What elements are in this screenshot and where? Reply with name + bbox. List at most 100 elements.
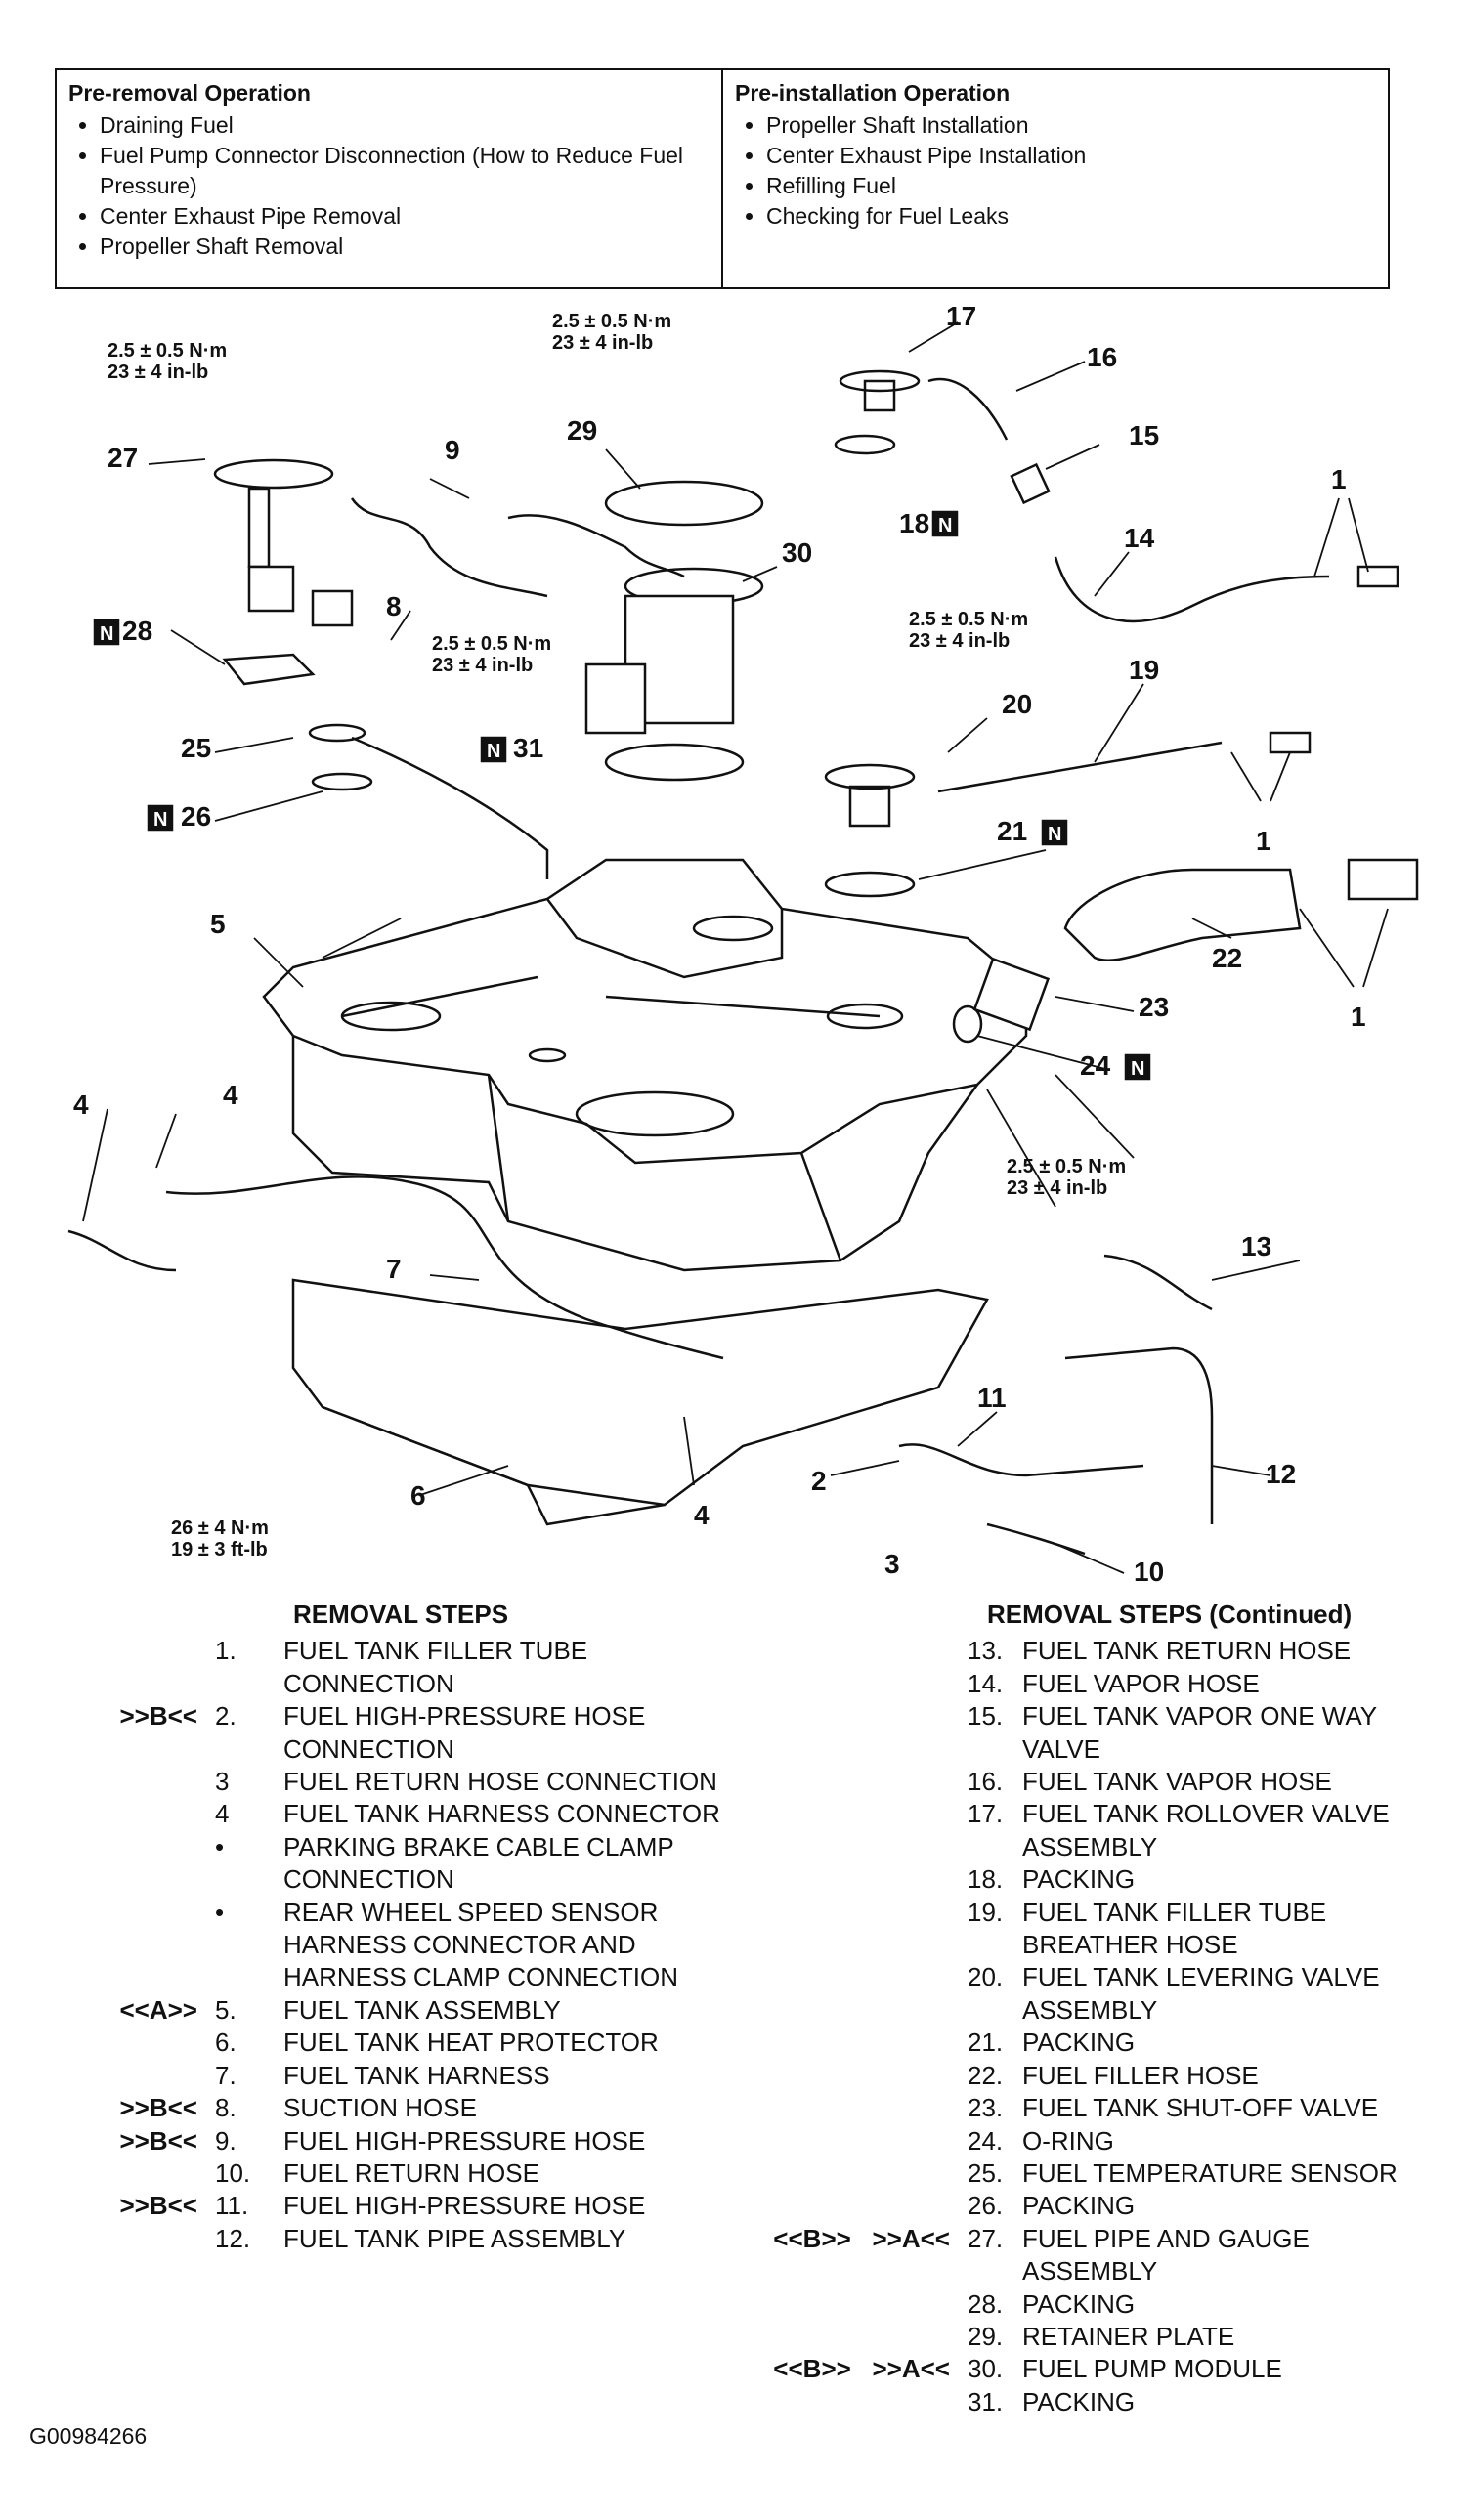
step-text: PACKING — [1022, 2028, 1136, 2058]
torque-label: 23 ± 4 in-lb — [552, 332, 653, 354]
callout-31: 31 — [513, 733, 543, 763]
callout-14: 14 — [1124, 523, 1155, 553]
step-tag — [29, 1798, 215, 1830]
step-tag — [772, 2027, 968, 2059]
step-text: PACKING — [1022, 2288, 1136, 2319]
step-row: 15. FUEL TANK VAPOR ONE WAY VALVE — [772, 1700, 1446, 1766]
step-num: 2. — [215, 1701, 237, 1731]
step-num: 3 — [215, 1767, 230, 1797]
fuel-pump-module — [584, 567, 764, 735]
pre-removal-item: Center Exhaust Pipe Removal — [100, 201, 710, 232]
pre-removal-title: Pre-removal Operation — [68, 80, 311, 106]
callout-16: 16 — [1087, 342, 1117, 372]
step-num: 13. — [968, 1636, 1004, 1666]
step-text: FUEL TANK PIPE ASSEMBLY — [283, 2223, 626, 2253]
callout-26: 26 — [181, 801, 211, 832]
callout-3: 3 — [884, 1549, 900, 1579]
step-row: 20.FUEL TANK LEVERING VALVE ASSEMBLY — [772, 1961, 1446, 2027]
pre-installation-item: Refilling Fuel — [766, 171, 1376, 201]
step-tag — [772, 2092, 968, 2124]
pre-installation-column: Pre-installation Operation Propeller Sha… — [721, 70, 1388, 287]
operations-table: Pre-removal Operation Draining Fuel Fuel… — [55, 68, 1390, 289]
step-row: 18. PACKING — [772, 1863, 1446, 1896]
step-tag — [29, 2027, 215, 2059]
step-row: 1.FUEL TANK FILLER TUBE CONNECTION — [29, 1635, 733, 1700]
pre-removal-column: Pre-removal Operation Draining Fuel Fuel… — [57, 70, 721, 287]
callout-8: 8 — [386, 591, 402, 621]
step-row: 22.FUEL FILLER HOSE — [772, 2060, 1446, 2092]
step-tag — [772, 2321, 968, 2353]
step-row: 28.PACKING — [772, 2288, 1446, 2321]
step-tag — [772, 2190, 968, 2222]
callout-11: 11 — [977, 1383, 1007, 1413]
removal-steps-title: REMOVAL STEPS — [293, 1600, 509, 1629]
packing-18 — [834, 434, 896, 455]
step-num: 4 — [215, 1799, 230, 1829]
step-tag — [29, 1831, 215, 1897]
step-tag: <<B>> >>A<< — [773, 2223, 950, 2253]
rollover-valve-assembly — [839, 369, 921, 412]
torque-label: 23 ± 4 in-lb — [432, 655, 533, 676]
step-text: SUCTION HOSE — [283, 2093, 477, 2123]
packing-31 — [604, 743, 745, 782]
step-text: FUEL PIPE AND GAUGE ASSEMBLY — [1022, 2223, 1310, 2286]
step-text: FUEL VAPOR HOSE — [1022, 1668, 1260, 1698]
step-text: PACKING — [1022, 2191, 1136, 2221]
step-num: 22. — [968, 2060, 1004, 2090]
step-tag: >>B<< — [119, 2093, 197, 2123]
torque-label: 2.5 ± 0.5 N·m — [909, 609, 1028, 630]
fuel-temp-sensor-wire — [351, 736, 549, 879]
fuel-temperature-sensor — [308, 723, 366, 743]
step-text: FUEL TANK FILLER TUBE CONNECTION — [283, 1636, 588, 1698]
pre-installation-item: Checking for Fuel Leaks — [766, 201, 1376, 232]
pre-removal-item: Propeller Shaft Removal — [100, 232, 710, 262]
torque-label: 2.5 ± 0.5 N·m — [108, 340, 227, 362]
fuel-filler-hose — [1063, 868, 1302, 961]
step-text: FUEL HIGH-PRESSURE HOSE — [283, 2191, 646, 2221]
torque-label: 2.5 ± 0.5 N·m — [1007, 1156, 1126, 1177]
callout-22: 22 — [1212, 943, 1242, 973]
step-tag — [772, 1635, 968, 1667]
callout-1: 1 — [1331, 464, 1347, 494]
removal-steps-continued-title: REMOVAL STEPS (Continued) — [987, 1600, 1353, 1629]
step-row: 21.PACKING — [772, 2027, 1446, 2059]
step-tag — [772, 1961, 968, 2027]
step-row: 24.O-RING — [772, 2125, 1446, 2157]
callout-7: 7 — [386, 1254, 402, 1284]
callout-1: 1 — [1256, 826, 1271, 856]
breather-hose-connector — [1269, 731, 1312, 754]
step-tag — [772, 1766, 968, 1798]
pre-installation-item: Propeller Shaft Installation — [766, 110, 1376, 141]
figure-id: G00984266 — [29, 2423, 148, 2449]
step-num: 6. — [215, 2028, 237, 2058]
step-text: FUEL TANK VAPOR ONE WAY VALVE — [1022, 1701, 1377, 1764]
callout-20: 20 — [1002, 689, 1032, 719]
step-row: 10.FUEL RETURN HOSE — [29, 2157, 733, 2190]
step-row: 19.FUEL TANK FILLER TUBE BREATHER HOSE — [772, 1897, 1446, 1962]
step-row: <<B>> >>A<<30.FUEL PUMP MODULE — [772, 2353, 1446, 2385]
step-text: FUEL TANK ROLLOVER VALVE ASSEMBLY — [1022, 1799, 1390, 1861]
pre-removal-item: Fuel Pump Connector Disconnection (How t… — [100, 141, 710, 201]
step-tag — [29, 2060, 215, 2092]
step-num: 15. — [968, 1701, 1004, 1731]
step-num: 16. — [968, 1767, 1004, 1797]
step-num: 8. — [215, 2093, 237, 2123]
step-num: 29. — [968, 2321, 1004, 2351]
step-tag — [772, 1863, 968, 1896]
step-text: FUEL TANK FILLER TUBE BREATHER HOSE — [1022, 1897, 1327, 1960]
step-text: FUEL TANK RETURN HOSE — [1022, 1636, 1352, 1666]
packing-21 — [824, 871, 916, 898]
step-tag: <<A>> — [119, 1994, 197, 2025]
step-tag — [29, 2157, 215, 2190]
callout-25: 25 — [181, 733, 211, 763]
step-tag: >>B<< — [119, 2125, 197, 2156]
step-num: 18. — [968, 1864, 1004, 1895]
new-part-n: N — [1048, 824, 1061, 845]
step-text: PACKING — [1022, 1864, 1136, 1895]
fuel-vapor-hose — [1054, 556, 1330, 623]
pre-installation-list: Propeller Shaft Installation Center Exha… — [735, 110, 1376, 232]
levering-valve-assembly — [824, 763, 916, 828]
step-row: •REAR WHEEL SPEED SENSOR HARNESS CONNECT… — [29, 1897, 733, 1994]
step-tag: >>B<< — [119, 1701, 197, 1731]
